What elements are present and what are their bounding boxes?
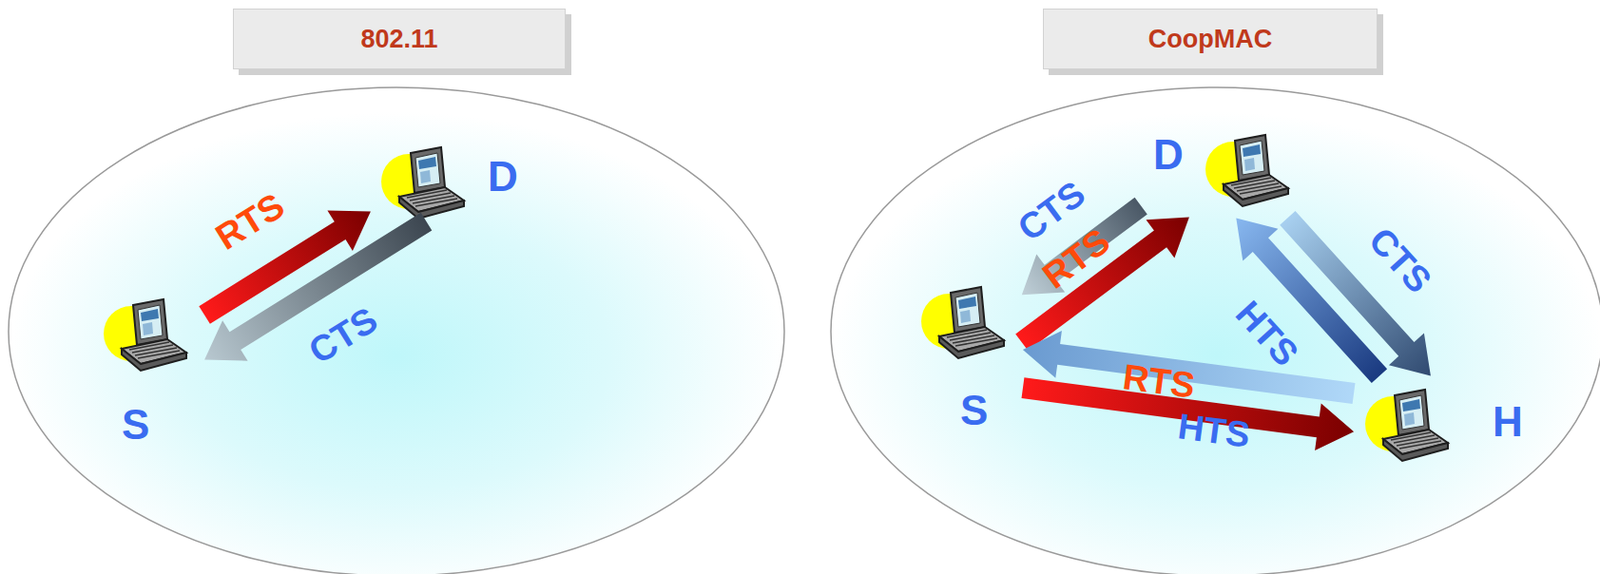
- station-node: S: [912, 280, 1018, 443]
- title-text: 802.11: [360, 24, 438, 55]
- frame-arrow: [1022, 330, 1356, 405]
- station-label: D: [487, 155, 519, 198]
- protocol-title-box: CoopMAC: [1042, 8, 1378, 70]
- station-label: S: [960, 389, 988, 432]
- network-ellipse: [830, 87, 1600, 574]
- station-label: H: [1492, 401, 1523, 444]
- station-node: H: [1359, 380, 1541, 471]
- laptop-icon: [1364, 387, 1452, 464]
- frame-label: RTS: [1119, 358, 1196, 405]
- protocol-title-box: 802.11: [232, 8, 566, 70]
- frame-label: HTS: [1175, 407, 1253, 454]
- laptop-icon: [380, 145, 468, 222]
- laptop-icon: [102, 297, 191, 374]
- laptop-icon: [920, 285, 1008, 362]
- network-ellipse: [8, 87, 785, 574]
- title-text: CoopMAC: [1148, 24, 1273, 55]
- station-label: S: [121, 404, 150, 446]
- station-node: D: [375, 142, 538, 219]
- laptop-icon: [1204, 133, 1292, 210]
- station-node: D: [1145, 128, 1293, 214]
- station-node: S: [95, 289, 200, 457]
- station-label: D: [1153, 134, 1184, 176]
